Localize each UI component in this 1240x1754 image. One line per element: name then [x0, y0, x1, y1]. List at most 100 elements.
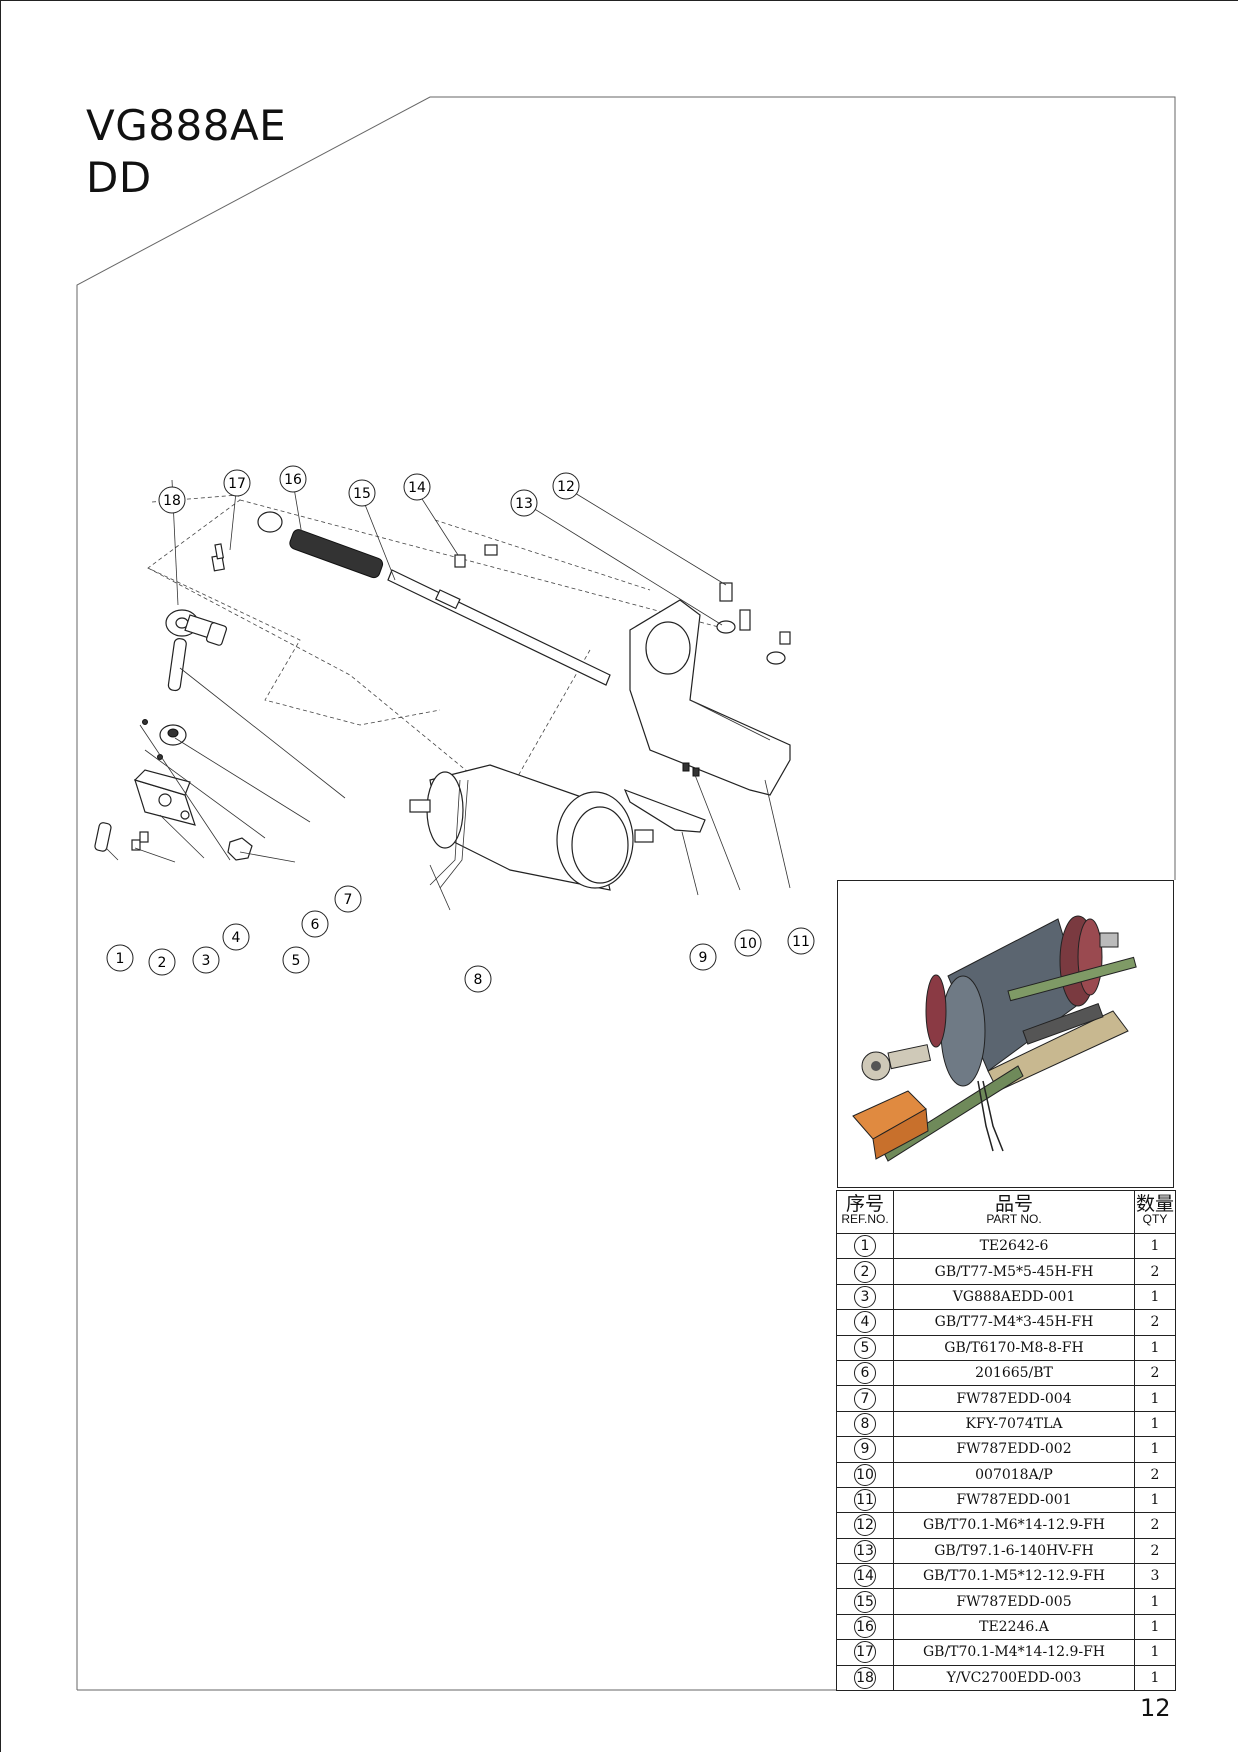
page-title: VG888AE DD: [86, 100, 286, 204]
model-name: VG888AE: [86, 101, 287, 150]
ref-cell: 8: [836, 1410, 894, 1438]
svg-text:5: 5: [292, 953, 301, 969]
part-number-cell: GB/T77-M5*5-45H-FH: [893, 1258, 1135, 1285]
svg-text:11: 11: [792, 934, 810, 950]
callout-10: 10: [734, 929, 762, 957]
callout-6: 6: [301, 910, 329, 938]
ref-number: 8: [854, 1412, 876, 1435]
ref-number: 11: [854, 1489, 876, 1512]
parts-table-header: 序号 REF.NO. 品号 PART NO. 数量 QTY: [836, 1190, 1176, 1234]
part-number-cell: VG888AEDD-001: [893, 1283, 1135, 1311]
qty-cell: 2: [1134, 1537, 1176, 1565]
screw-17-part: [211, 543, 225, 572]
ref-cell: 1: [836, 1232, 894, 1260]
assembly-rendering-graphic: [852, 915, 1137, 1162]
ref-cell: 4: [836, 1309, 894, 1336]
header-ref: 序号 REF.NO.: [836, 1190, 894, 1234]
ref-number: 12: [854, 1514, 876, 1537]
leader-lines: [105, 479, 791, 911]
callout-11: 11: [787, 927, 815, 955]
ref-number: 17: [854, 1641, 876, 1664]
part-number-cell: GB/T77-M4*3-45H-FH: [893, 1309, 1135, 1336]
callout-18: 18: [158, 486, 186, 514]
ref-number: 5: [854, 1336, 876, 1359]
callout-16: 16: [279, 465, 307, 493]
plate-part: [623, 788, 706, 833]
svg-text:6: 6: [311, 917, 320, 933]
part-number-cell: KFY-7074TLA: [893, 1410, 1135, 1438]
block-part: [133, 769, 196, 826]
part-number-cell: GB/T70.1-M6*14-12.9-FH: [893, 1512, 1135, 1539]
nut-part: [227, 837, 253, 861]
svg-text:16: 16: [284, 472, 302, 488]
qty-cell: 1: [1134, 1639, 1176, 1666]
svg-text:4: 4: [232, 930, 241, 946]
assembly-rendering: [837, 880, 1174, 1188]
callout-8: 8: [464, 965, 492, 993]
callout-4: 4: [222, 923, 250, 951]
part-number-cell: Y/VC2700EDD-003: [893, 1664, 1135, 1692]
part-number-cell: GB/T6170-M8-8-FH: [893, 1334, 1135, 1361]
part-number-cell: FW787EDD-001: [893, 1486, 1135, 1514]
screw-12-part: [719, 582, 733, 602]
ref-cell: 10: [836, 1461, 894, 1488]
ref-cell: 3: [836, 1283, 894, 1311]
qty-cell: 1: [1134, 1613, 1176, 1641]
ref-number: 3: [854, 1285, 876, 1308]
header-part: 品号 PART NO.: [893, 1190, 1135, 1234]
svg-text:3: 3: [202, 953, 211, 969]
callout-17: 17: [223, 469, 251, 497]
pin-part: [167, 638, 187, 692]
ref-number: 9: [854, 1438, 876, 1461]
callout-14: 14: [403, 473, 431, 501]
callout-1: 1: [106, 944, 134, 972]
rod-end-part: [165, 609, 228, 646]
svg-text:8: 8: [474, 972, 483, 988]
callout-12: 12: [552, 472, 580, 500]
qty-cell: 3: [1134, 1563, 1176, 1590]
bracket-part: [629, 599, 791, 796]
part-number-cell: GB/T70.1-M5*12-12.9-FH: [893, 1563, 1135, 1590]
washer-part: [716, 620, 786, 665]
svg-text:12: 12: [557, 479, 575, 495]
ref-number: 13: [854, 1539, 876, 1562]
part-number-cell: GB/T70.1-M4*14-12.9-FH: [893, 1639, 1135, 1666]
header-qty: 数量 QTY: [1134, 1190, 1176, 1234]
ref-cell: 2: [836, 1258, 894, 1285]
ref-cell: 12: [836, 1512, 894, 1539]
qty-cell: 1: [1134, 1410, 1176, 1438]
ref-cell: 17: [836, 1639, 894, 1666]
ref-cell: 11: [836, 1486, 894, 1514]
ref-cell: 6: [836, 1359, 894, 1387]
part-number-cell: GB/T97.1-6-140HV-FH: [893, 1537, 1135, 1565]
ref-cell: 5: [836, 1334, 894, 1361]
part-number-cell: 007018A/P: [893, 1461, 1135, 1488]
ref-cell: 9: [836, 1436, 894, 1463]
part-number-cell: TE2642-6: [893, 1232, 1135, 1260]
qty-cell: 1: [1134, 1664, 1176, 1692]
qty-cell: 1: [1134, 1588, 1176, 1615]
callout-9: 9: [689, 943, 717, 971]
shaft-part: [387, 569, 611, 686]
screw-14-part: [454, 544, 791, 645]
svg-text:15: 15: [353, 486, 371, 502]
callout-3: 3: [192, 946, 220, 974]
ref-cell: 15: [836, 1588, 894, 1615]
qty-cell: 1: [1134, 1232, 1176, 1260]
qty-cell: 1: [1134, 1486, 1176, 1514]
qty-cell: 2: [1134, 1258, 1176, 1285]
set-screw-part: [131, 831, 149, 851]
ref-cell: 13: [836, 1537, 894, 1565]
